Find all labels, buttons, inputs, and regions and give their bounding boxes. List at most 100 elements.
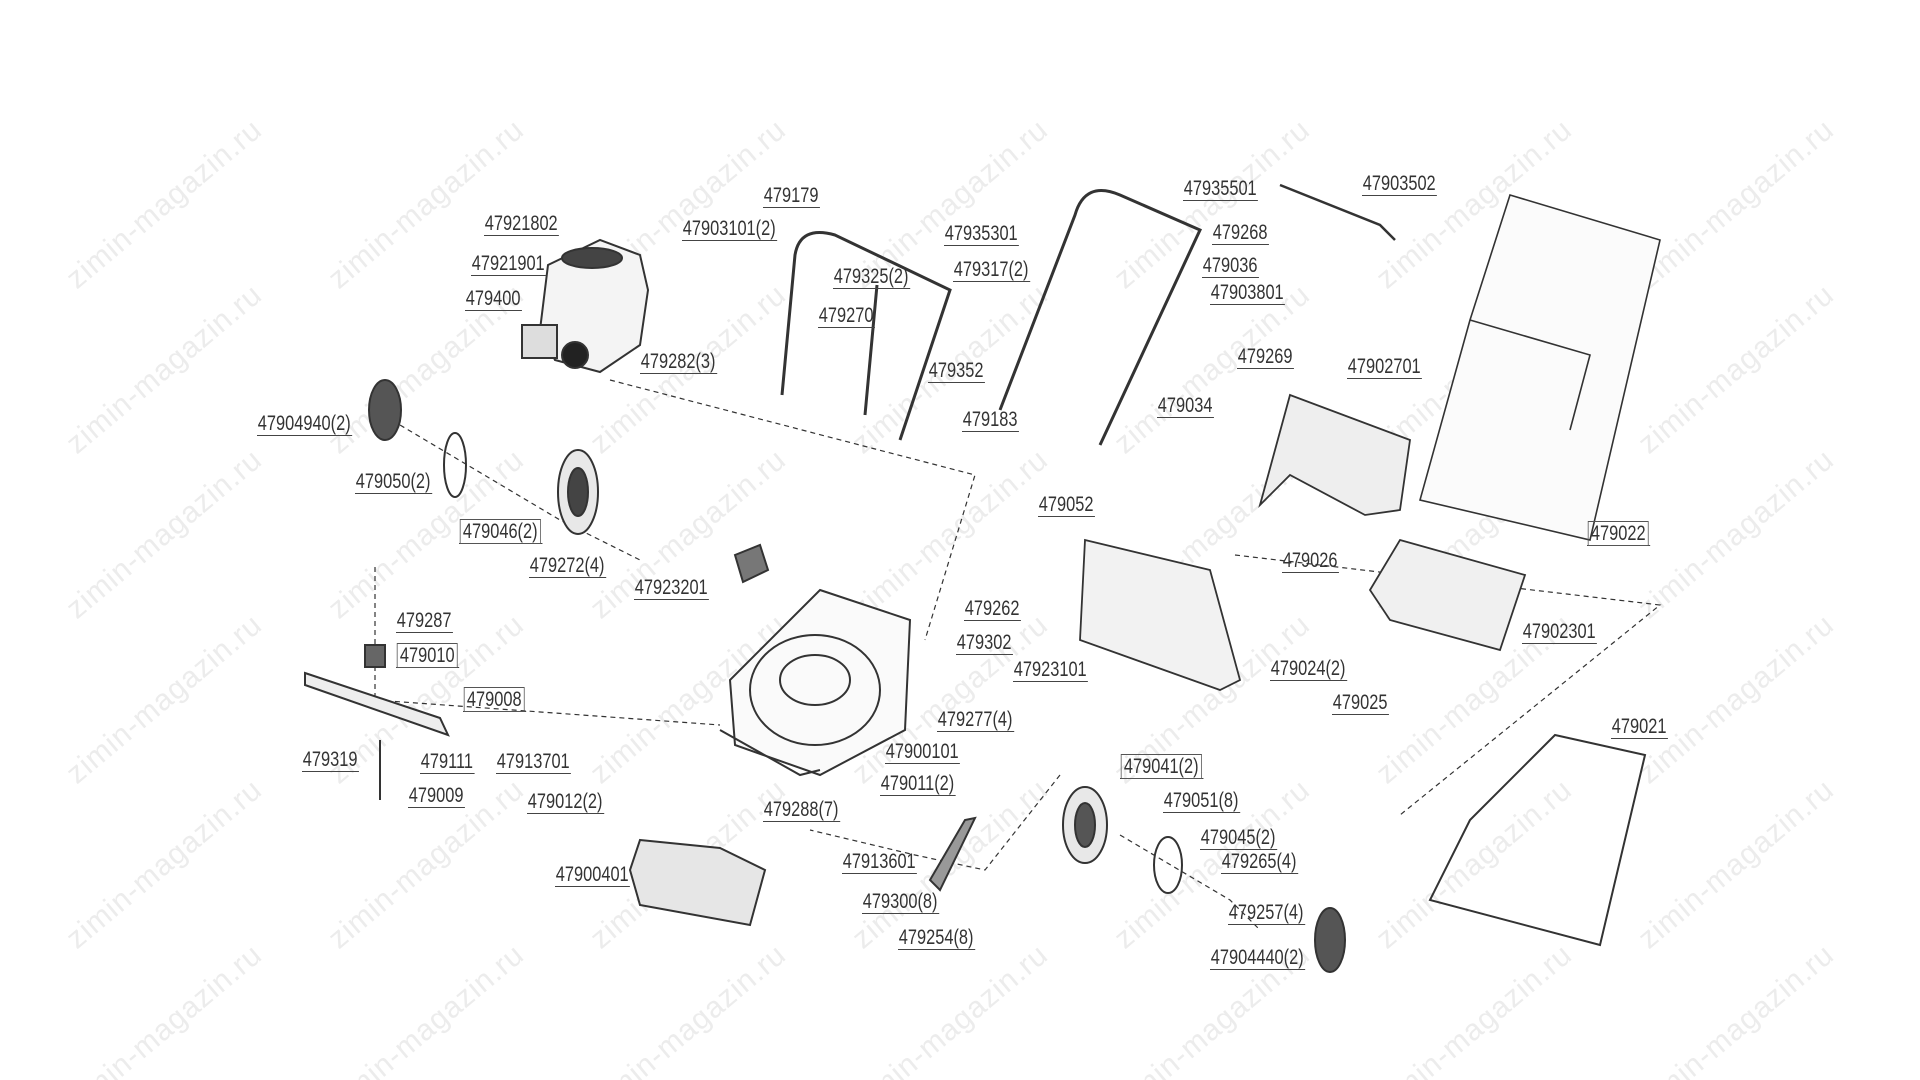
part-label[interactable]: 47935301 bbox=[944, 223, 1020, 246]
bag-lid bbox=[1368, 538, 1527, 652]
part-number: 479046(2) bbox=[459, 519, 541, 544]
part-number: 479269 bbox=[1237, 345, 1293, 368]
part-label[interactable]: 479041(2) bbox=[1120, 754, 1204, 779]
part-label[interactable]: 479265(4) bbox=[1221, 850, 1299, 874]
part-label[interactable]: 479352 bbox=[928, 359, 986, 383]
part-label[interactable]: 47904940(2) bbox=[257, 413, 353, 436]
part-label[interactable]: 479319 bbox=[302, 748, 360, 772]
cable-rod bbox=[1279, 183, 1396, 241]
part-number: 479272(4) bbox=[529, 554, 605, 577]
part-number: 479268 bbox=[1212, 221, 1268, 244]
part-label[interactable]: 47913701 bbox=[496, 750, 572, 774]
part-label[interactable]: 479282(3) bbox=[640, 351, 718, 374]
part-label[interactable]: 479046(2) bbox=[459, 519, 543, 544]
part-number: 47900401 bbox=[555, 863, 629, 886]
part-number: 479050(2) bbox=[355, 470, 431, 493]
mower-deck bbox=[719, 588, 912, 777]
part-label[interactable]: 47902301 bbox=[1522, 621, 1598, 644]
part-number: 479300(8) bbox=[862, 890, 938, 913]
part-label[interactable]: 479036 bbox=[1202, 254, 1260, 278]
part-label[interactable]: 479288(7) bbox=[763, 799, 841, 822]
rear-left-wheel bbox=[368, 379, 770, 584]
part-label[interactable]: 479008 bbox=[463, 687, 527, 712]
part-label[interactable]: 479270 bbox=[818, 304, 876, 328]
part-label[interactable]: 479045(2) bbox=[1200, 826, 1278, 850]
part-number: 479009 bbox=[408, 784, 464, 807]
part-label[interactable]: 479257(4) bbox=[1228, 902, 1306, 925]
part-label[interactable]: 47921901 bbox=[471, 253, 547, 276]
part-number: 479010 bbox=[396, 643, 458, 668]
part-label[interactable]: 479051(8) bbox=[1163, 790, 1241, 813]
part-label[interactable]: 479010 bbox=[396, 643, 460, 668]
part-label[interactable]: 479026 bbox=[1282, 550, 1340, 573]
part-label[interactable]: 47904440(2) bbox=[1210, 946, 1306, 970]
part-number: 47900101 bbox=[885, 740, 959, 763]
part-number: 479262 bbox=[964, 597, 1020, 620]
part-label[interactable]: 479011(2) bbox=[880, 773, 956, 796]
part-number: 47903801 bbox=[1210, 281, 1284, 304]
part-label[interactable]: 479317(2) bbox=[953, 259, 1031, 282]
part-label[interactable]: 479277(4) bbox=[937, 708, 1015, 732]
part-number: 479265(4) bbox=[1221, 850, 1297, 873]
part-label[interactable]: 479050(2) bbox=[355, 470, 433, 494]
part-label[interactable]: 479034 bbox=[1157, 395, 1215, 418]
part-label[interactable]: 479269 bbox=[1237, 345, 1295, 369]
part-number: 47904440(2) bbox=[1210, 946, 1304, 969]
part-number: 47923101 bbox=[1013, 658, 1087, 681]
part-label[interactable]: 47921802 bbox=[484, 212, 560, 236]
part-number: 479024(2) bbox=[1270, 657, 1346, 680]
part-label[interactable]: 479012(2) bbox=[527, 791, 605, 814]
part-label[interactable]: 479009 bbox=[408, 784, 466, 808]
part-label[interactable]: 47923201 bbox=[634, 576, 710, 600]
part-label[interactable]: 479262 bbox=[964, 597, 1022, 621]
part-number: 47923201 bbox=[634, 576, 708, 599]
part-label[interactable]: 47923101 bbox=[1013, 658, 1089, 682]
part-label[interactable]: 47903101(2) bbox=[682, 217, 778, 241]
handle-lower bbox=[780, 231, 952, 441]
part-number: 479277(4) bbox=[937, 708, 1013, 731]
part-number: 479052 bbox=[1038, 493, 1094, 516]
bag-frame bbox=[1258, 393, 1411, 516]
part-label[interactable]: 479325(2) bbox=[833, 266, 911, 289]
part-label[interactable]: 479268 bbox=[1212, 221, 1270, 245]
part-label[interactable]: 479179 bbox=[763, 185, 821, 208]
part-number: 479036 bbox=[1202, 254, 1258, 277]
part-number: 479022 bbox=[1587, 521, 1649, 546]
part-label[interactable]: 479021 bbox=[1611, 716, 1669, 739]
part-number: 47913601 bbox=[842, 850, 916, 873]
part-number: 479183 bbox=[962, 408, 1018, 431]
part-number: 479045(2) bbox=[1200, 826, 1276, 849]
part-number: 479111 bbox=[420, 750, 474, 773]
part-number: 47921802 bbox=[484, 212, 558, 235]
part-number: 479400 bbox=[465, 287, 521, 310]
part-label[interactable]: 479254(8) bbox=[898, 927, 976, 950]
part-label[interactable]: 479300(8) bbox=[862, 890, 940, 914]
part-number: 479352 bbox=[928, 359, 984, 382]
part-label[interactable]: 479025 bbox=[1332, 691, 1390, 715]
part-label[interactable]: 47903502 bbox=[1362, 173, 1438, 196]
part-number: 479270 bbox=[818, 304, 874, 327]
part-label[interactable]: 47903801 bbox=[1210, 281, 1286, 305]
part-number: 47913701 bbox=[496, 750, 570, 773]
part-label[interactable]: 479183 bbox=[962, 408, 1020, 432]
part-label[interactable]: 47900101 bbox=[885, 740, 961, 764]
part-label[interactable]: 479272(4) bbox=[529, 554, 607, 578]
part-label[interactable]: 47935501 bbox=[1183, 178, 1259, 201]
part-label[interactable]: 479302 bbox=[956, 632, 1014, 655]
height-lever bbox=[928, 816, 977, 892]
part-label[interactable]: 479022 bbox=[1587, 521, 1651, 546]
part-label[interactable]: 47902701 bbox=[1347, 356, 1423, 379]
part-label[interactable]: 479024(2) bbox=[1270, 657, 1348, 681]
part-number: 479025 bbox=[1332, 691, 1388, 714]
part-label[interactable]: 47913601 bbox=[842, 850, 918, 874]
handle-upper bbox=[998, 189, 1203, 446]
part-label[interactable]: 479400 bbox=[465, 287, 523, 311]
part-label[interactable]: 479052 bbox=[1038, 493, 1096, 517]
part-number: 479319 bbox=[302, 748, 358, 771]
part-label[interactable]: 479111 bbox=[420, 751, 475, 774]
part-number: 479287 bbox=[396, 609, 452, 632]
part-label[interactable]: 47900401 bbox=[555, 863, 631, 887]
part-number: 47903101(2) bbox=[682, 217, 776, 240]
part-label[interactable]: 479287 bbox=[396, 609, 454, 633]
